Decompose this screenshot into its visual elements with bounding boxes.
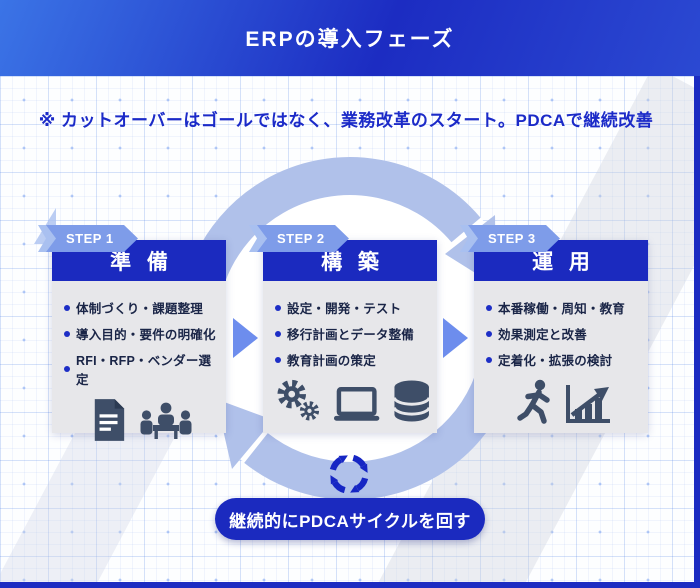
card-body: 体制づくり・課題整理 導入目的・要件の明確化 RFI・RFP・ベンダー選定 [52, 281, 226, 441]
step-card-preparation: STEP 1 準 備 体制づくり・課題整理 導入目的・要件の明確化 RFI・RF… [38, 225, 226, 441]
list-item: 定着化・拡張の検討 [486, 350, 642, 369]
bottom-edge-strip [0, 582, 700, 588]
pdca-pill: 継続的にPDCAサイクルを回す [215, 498, 485, 540]
card-title: 準 備 [110, 250, 173, 274]
document-icon [94, 399, 125, 441]
list-item: 体制づくり・課題整理 [64, 298, 220, 317]
list-item: 教育計画の策定 [275, 350, 431, 369]
card-title: 運 用 [532, 250, 595, 274]
list-item: RFI・RFP・ベンダー選定 [64, 350, 220, 388]
list-item-label: 定着化・拡張の検討 [498, 354, 613, 368]
step-badge: STEP 2 [249, 225, 349, 252]
list-item-label: 設定・開発・テスト [287, 302, 402, 316]
database-icon [392, 380, 431, 422]
bullet-dot-icon [64, 330, 70, 337]
step-badge-label: STEP 1 [66, 231, 114, 246]
gears-icon [277, 379, 320, 421]
pdca-pill-label: 継続的にPDCAサイクルを回す [229, 511, 471, 531]
step-badge: STEP 1 [38, 225, 138, 252]
card-header: 準 備 [52, 240, 226, 281]
bullet-list: 本番稼働・周知・教育 効果測定と改善 定着化・拡張の検討 [486, 298, 642, 369]
meeting-icon [140, 402, 192, 439]
title-banner: ERPの導入フェーズ [0, 0, 700, 76]
bullet-dot-icon [64, 366, 70, 372]
list-item: 本番稼働・周知・教育 [486, 298, 642, 317]
card-icons [275, 379, 431, 423]
list-item-label: 本番稼働・周知・教育 [498, 302, 626, 316]
card-body: 本番稼働・周知・教育 効果測定と改善 定着化・拡張の検討 [474, 281, 648, 433]
list-item: 導入目的・要件の明確化 [64, 324, 220, 343]
card-body: 設定・開発・テスト 移行計画とデータ整備 教育計画の策定 [263, 281, 437, 433]
bullet-dot-icon [486, 330, 492, 337]
note-text: ※ カットオーバーはゴールではなく、業務改革のスタート。PDCAで継続改善 [38, 111, 654, 130]
pdca-cycle-icon [323, 448, 375, 500]
step-card-construction: STEP 2 構 築 設定・開発・テスト 移行計画とデータ整備 教育計画の策定 [249, 225, 437, 433]
ribbon-banner: STEP 2 [257, 225, 349, 252]
ribbon-banner: STEP 3 [468, 225, 560, 252]
card-title: 構 築 [321, 250, 384, 274]
bullet-dot-icon [486, 356, 492, 363]
bullet-list: 体制づくり・課題整理 導入目的・要件の明確化 RFI・RFP・ベンダー選定 [64, 298, 220, 388]
step-card-operation: STEP 3 運 用 本番稼働・周知・教育 効果測定と改善 定着化・拡張の検討 [460, 225, 648, 433]
bullet-list: 設定・開発・テスト 移行計画とデータ整備 教育計画の策定 [275, 298, 431, 369]
bullet-dot-icon [275, 304, 281, 311]
card-icons [64, 398, 220, 442]
list-item-label: RFI・RFP・ベンダー選定 [76, 354, 212, 387]
page-title: ERPの導入フェーズ [245, 28, 455, 51]
bullet-dot-icon [486, 304, 492, 311]
bullet-dot-icon [275, 330, 281, 337]
list-item-label: 移行計画とデータ整備 [287, 328, 415, 342]
ribbon-banner: STEP 1 [46, 225, 138, 252]
bullet-dot-icon [64, 304, 70, 311]
laptop-icon [334, 387, 380, 421]
right-triangle-arrow-icon [443, 318, 468, 358]
list-item-label: 導入目的・要件の明確化 [76, 328, 216, 342]
card-icons [486, 379, 642, 425]
list-item: 設定・開発・テスト [275, 298, 431, 317]
step-badge-label: STEP 3 [488, 231, 536, 246]
bullet-dot-icon [275, 356, 281, 363]
right-edge-strip [694, 0, 700, 588]
list-item: 効果測定と改善 [486, 324, 642, 343]
step-badge-label: STEP 2 [277, 231, 325, 246]
step-badge: STEP 3 [460, 225, 560, 252]
runner-icon [517, 379, 550, 424]
list-item-label: 教育計画の策定 [287, 354, 376, 368]
right-triangle-arrow-icon [233, 318, 258, 358]
list-item-label: 体制づくり・課題整理 [76, 302, 204, 316]
list-item: 移行計画とデータ整備 [275, 324, 431, 343]
growth-chart-icon [566, 385, 610, 423]
list-item-label: 効果測定と改善 [498, 328, 587, 342]
